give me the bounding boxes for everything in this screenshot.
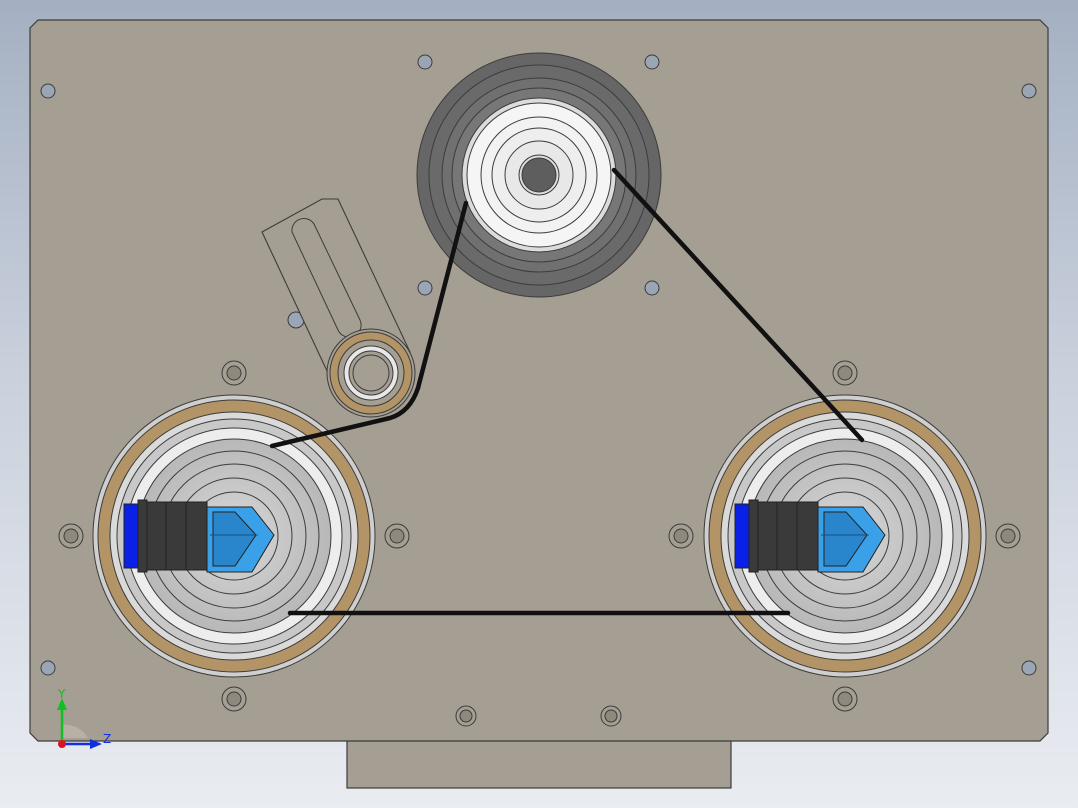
bolt-head-icon [995,523,1021,549]
mounting-hole-icon [417,54,433,70]
mounting-hole-icon [417,280,433,296]
triad-y-label: Y [57,687,66,701]
bolt-head-icon [832,360,858,386]
idler-roller-icon[interactable] [326,328,416,418]
bolt-head-icon [832,686,858,712]
bolt-head-icon [455,705,477,727]
cable-connector-icon [734,499,886,573]
bolt-head-icon [221,686,247,712]
tape-path [269,167,865,616]
tape-segment-spool-to-idler [269,200,469,449]
spool-right[interactable] [703,394,987,678]
triad-icon: Y Z [57,687,111,749]
bolt-head-icon [221,360,247,386]
mounting-hole-icon [1021,660,1037,676]
bolt-head-icon [384,523,410,549]
mounting-hole-icon [1021,83,1037,99]
mounting-hole-icon [40,660,56,676]
bottom-bracket[interactable] [346,734,732,789]
triad-z-label: Z [103,732,111,746]
bolt-head-icon [58,523,84,549]
mounting-hole-icon [644,54,660,70]
tape-segment-pulley-to-right-spool [611,167,865,443]
cable-connector-icon [123,499,275,573]
drive-pulley-icon[interactable] [416,52,662,298]
bolt-head-icon [600,705,622,727]
spool-left[interactable] [92,394,376,678]
bolt-heads [58,360,1021,727]
mounting-hole-icon [644,280,660,296]
bolt-head-icon [668,523,694,549]
mounting-hole-icon [40,83,56,99]
